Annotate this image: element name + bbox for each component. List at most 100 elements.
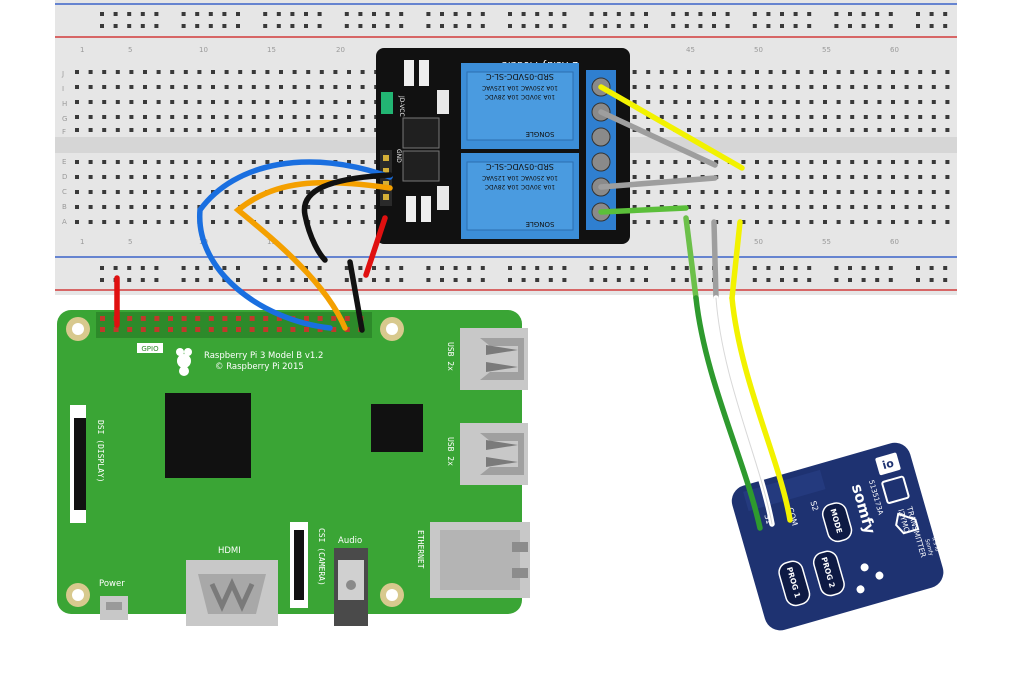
gpio-pin [181,316,187,321]
breadboard-hole [508,266,512,270]
breadboard-hole [630,278,635,282]
breadboard-hole [156,220,161,224]
breadboard-hole [115,205,120,209]
breadboard-hole [127,24,132,28]
breadboard-hole [755,220,759,224]
gpio-pin [127,327,133,332]
breadboard-hole [347,115,351,119]
breadboard-hole [251,205,256,209]
breadboard-hole [360,220,365,224]
breadboard-hole [659,175,664,179]
breadboard-hole [725,24,730,28]
breadboard-hole [535,266,540,270]
breadboard-hole [904,190,909,194]
breadboard-hole [140,266,145,270]
breadboard-hole [768,175,773,179]
gpio-pin [181,327,187,332]
breadboard-hole [183,70,188,74]
breadboard-hole [238,115,243,119]
breadboard-hole [183,175,188,179]
breadboard-hole [727,85,732,89]
breadboard-hole [850,128,855,132]
audio-label: Audio [338,536,362,546]
breadboard-hole [888,24,893,28]
breadboard-hole [904,115,909,119]
breadboard-hole [659,85,664,89]
prog1-button[interactable] [777,559,812,608]
breadboard-hole [931,100,936,104]
breadboard-hole [143,115,147,119]
wire-green-down [683,215,699,301]
mode-button[interactable] [820,501,854,544]
breadboard-hole [238,85,243,89]
breadboard-hole [129,205,134,209]
ethernet-face [440,530,520,590]
breadboard-hole [208,278,213,282]
breadboard-hole [333,70,338,74]
wire-red-relay-vcc [363,215,388,278]
wire-gray-relay-top [598,109,718,168]
breadboard-hole [836,175,841,179]
row-letter: A [62,218,67,226]
breadboard-hole [88,115,93,119]
breadboard-hole [918,190,923,194]
breadboard-hole [75,70,79,74]
breadboard-hole [700,100,705,104]
breadboard-hole [265,100,270,104]
breadboard-hole [918,100,923,104]
breadboard-hole [589,24,594,28]
breadboard-hole [632,85,637,89]
breadboard-hole [115,190,120,194]
breadboard-hole [700,205,705,209]
breadboard-hole [904,128,909,132]
jumper-green [381,92,393,114]
breadboard-hole [877,205,882,209]
breadboard-hole [372,24,376,28]
breadboard-hole [632,100,637,104]
breadboard-hole [197,190,202,194]
breadboard-hole [100,12,104,16]
breadboard-hole [931,70,936,74]
breadboard-hole [181,12,186,16]
breadboard-hole [548,24,553,28]
prog2-button[interactable] [811,549,846,598]
breadboard-hole [222,12,227,16]
breadboard-hole [127,12,132,16]
breadboard-hole [100,24,104,28]
resistor [419,60,429,86]
breadboard-hole [154,278,159,282]
breadboard-hole [197,160,202,164]
breadboard-hole [836,190,841,194]
breadboard-hole [766,24,771,28]
breadboard-hole [714,100,719,104]
breadboard-hole [616,24,621,28]
breadboard-hole [714,160,719,164]
gpio-label-box [137,343,163,353]
wire-gray-relay-bottom [598,175,718,190]
breadboard-hole [399,24,404,28]
breadboard-hole [129,175,134,179]
breadboard-hole [646,190,651,194]
breadboard-hole [224,100,229,104]
breadboard-hole [684,24,689,28]
breadboard-hole [480,266,485,270]
breadboard-hole [673,190,678,194]
breadboard-hole [358,24,363,28]
gpio-pin [154,327,160,332]
breadboard-hole [793,278,798,282]
breadboard-hole [211,175,215,179]
breadboard-hole [877,85,882,89]
dsi-connector [70,405,86,523]
breadboard-hole [616,266,621,270]
breadboard-hole [276,278,281,282]
usb-tongue [486,345,518,372]
breadboard-hole [265,205,270,209]
breadboard-hole [156,128,161,132]
breadboard-hole [102,205,107,209]
breadboard-hole [929,266,934,270]
breadboard-hole [333,85,338,89]
breadboard-hole [195,278,200,282]
breadboard-hole [768,160,773,164]
usb-port-top [460,328,528,390]
breadboard-hole [646,85,651,89]
